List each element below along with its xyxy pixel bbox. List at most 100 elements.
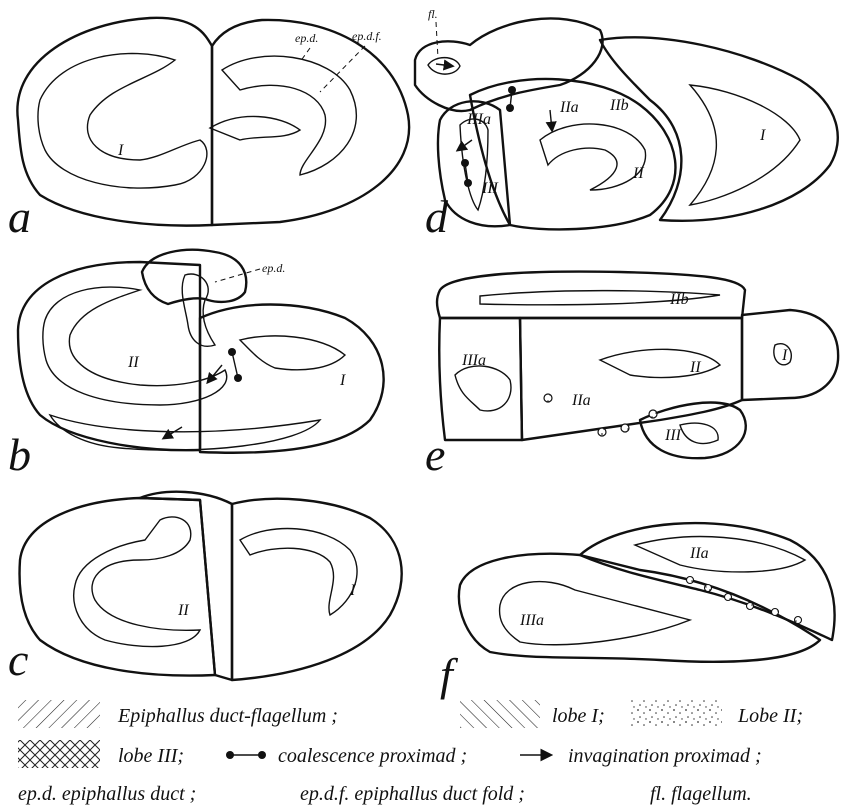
- panel-d-arrow-3: [436, 64, 452, 66]
- panel-a-label-I: I: [117, 142, 124, 159]
- panel-d-label-IIa: IIa: [559, 99, 579, 116]
- legend-coalescence-symbol-dot-1: [226, 751, 234, 759]
- panel-b-coalescence-line: [232, 352, 238, 378]
- panel-e-cell-2: [598, 428, 606, 436]
- panel-a-lobe-II: [17, 18, 212, 226]
- panel-e-label-IIb: IIb: [669, 291, 689, 308]
- panel-f-cell-1: [687, 577, 694, 584]
- panel-b-coalescence-dot-1: [228, 348, 236, 356]
- panel-e-label-IIa: IIa: [571, 392, 591, 409]
- panel-c-epiphallus: [140, 492, 232, 680]
- panel-b-channel: [182, 274, 215, 346]
- panel-c: II I c: [8, 492, 402, 685]
- legend-abbrev-epd: ep.d. epiphallus duct ;: [18, 783, 196, 805]
- panel-d-label-I: I: [759, 127, 766, 144]
- panel-e-cell-1: [544, 394, 552, 402]
- panel-d-arrow-1: [550, 110, 552, 130]
- panel-d-label-II: II: [632, 165, 644, 182]
- panel-a-label-epd: ep.d.: [295, 31, 318, 45]
- legend-invagination-text: invagination proximad ;: [568, 745, 762, 767]
- panel-b-coalescence-dot-2: [234, 374, 242, 382]
- legend-lobe-II-text: Lobe II;: [737, 705, 803, 727]
- panel-a-inner-channel: [222, 56, 356, 175]
- panel-f-label-IIIa: IIIa: [519, 612, 544, 629]
- panel-d-lumen-II: [540, 124, 646, 190]
- panel-d-lumen-I: [690, 85, 800, 205]
- panel-d-label-fl: fl.: [428, 7, 438, 21]
- panel-d-label-IIb: IIb: [609, 97, 629, 114]
- legend-swatch-lobe-I: [460, 700, 540, 728]
- panel-f-lumen-IIa: [635, 537, 805, 572]
- panel-d: fl. IIa IIb IIIa III II I d: [415, 7, 838, 242]
- legend-swatch-epiphallus: [18, 700, 100, 728]
- panel-c-inner-channel: [240, 529, 357, 615]
- panel-b-epiphallus-cap: [142, 250, 246, 304]
- panel-d-arrow-2: [458, 140, 472, 150]
- panel-a-label-epdf: ep.d.f.: [352, 29, 382, 43]
- panel-b: II I ep.d. b: [8, 250, 384, 480]
- legend-epiphallus-text: Epiphallus duct-flagellum ;: [117, 705, 338, 727]
- panel-f-cell-6: [795, 617, 802, 624]
- panel-e-label-III: III: [664, 427, 682, 444]
- panel-d-coalescence-dot-2: [506, 104, 514, 112]
- panel-f-label-IIa: IIa: [689, 545, 709, 562]
- panel-d-leader-fl: [436, 22, 438, 58]
- panel-b-leader-epd: [215, 269, 260, 282]
- panel-e-letter: e: [425, 429, 445, 480]
- panel-a-fold: [210, 116, 300, 140]
- legend-lobe-I-text: lobe I;: [552, 705, 605, 727]
- panel-a-letter: a: [8, 191, 31, 242]
- panel-d-flagellum: [428, 58, 460, 75]
- panel-d-lobe-I: [600, 37, 838, 220]
- panel-f-cell-4: [747, 603, 754, 610]
- panel-c-lobe-II: [20, 498, 215, 676]
- legend-swatch-lobe-II: [630, 700, 722, 728]
- panel-e-label-I: I: [781, 347, 788, 364]
- panel-b-lower: [50, 415, 320, 450]
- panel-b-label-epd: ep.d.: [262, 261, 285, 275]
- legend: Epiphallus duct-flagellum ; lobe I; Lobe…: [18, 700, 803, 805]
- legend-lobe-III-text: lobe III;: [118, 745, 184, 767]
- legend-swatch-lobe-III: [18, 740, 100, 768]
- panel-d-letter: d: [425, 191, 449, 242]
- panel-b-label-II: II: [127, 354, 139, 371]
- panel-d-coalescence-dot-4: [464, 179, 472, 187]
- panel-e-lumen-II: [600, 349, 720, 377]
- panel-d-label-III: III: [481, 180, 499, 197]
- panel-e-lobe-I: [742, 310, 838, 400]
- panel-a-lobe-I: [212, 20, 409, 225]
- panel-e: IIb IIIa IIa II III I e: [425, 272, 838, 480]
- panel-e-lumen-III: [680, 423, 718, 443]
- panel-e-cell-3: [621, 424, 629, 432]
- panel-a: I ep.d. ep.d.f. a: [8, 18, 409, 242]
- panel-e-label-IIIa: IIIa: [461, 352, 486, 369]
- panel-e-lobe-IIb: [437, 272, 745, 318]
- panel-d-coalescence-dot-1: [508, 86, 516, 94]
- panel-f-cell-2: [705, 585, 712, 592]
- panel-b-letter: b: [8, 429, 31, 480]
- legend-coalescence-text: coalescence proximad ;: [278, 745, 467, 767]
- panel-b-label-I: I: [339, 372, 346, 389]
- panel-c-label-II: II: [177, 602, 189, 619]
- panel-d-label-IIIa: IIIa: [466, 111, 491, 128]
- panel-b-arrow-2: [164, 427, 182, 438]
- panel-f-cell-5: [772, 609, 779, 616]
- panel-f: IIIa IIa f: [440, 523, 835, 700]
- legend-abbrev-fl: fl. flagellum.: [650, 783, 752, 805]
- panel-d-coalescence-dot-3: [461, 159, 469, 167]
- panel-e-lumen-IIIa: [455, 366, 511, 411]
- panel-f-cell-3: [725, 594, 732, 601]
- legend-coalescence-symbol-dot-2: [258, 751, 266, 759]
- panel-c-label-I: I: [349, 582, 356, 599]
- panel-c-lobe-I: [232, 499, 402, 680]
- panel-b-inner: [240, 336, 345, 370]
- panel-e-label-II: II: [689, 359, 701, 376]
- panel-e-cell-4: [649, 410, 657, 418]
- panel-a-lumen: [38, 53, 207, 188]
- panel-e-lobe-II: [520, 318, 742, 440]
- legend-abbrev-epdf: ep.d.f. epiphallus duct fold ;: [300, 783, 525, 805]
- panel-c-letter: c: [8, 634, 28, 685]
- panel-f-lobe-III: [459, 554, 820, 662]
- panel-c-lumen: [74, 517, 200, 647]
